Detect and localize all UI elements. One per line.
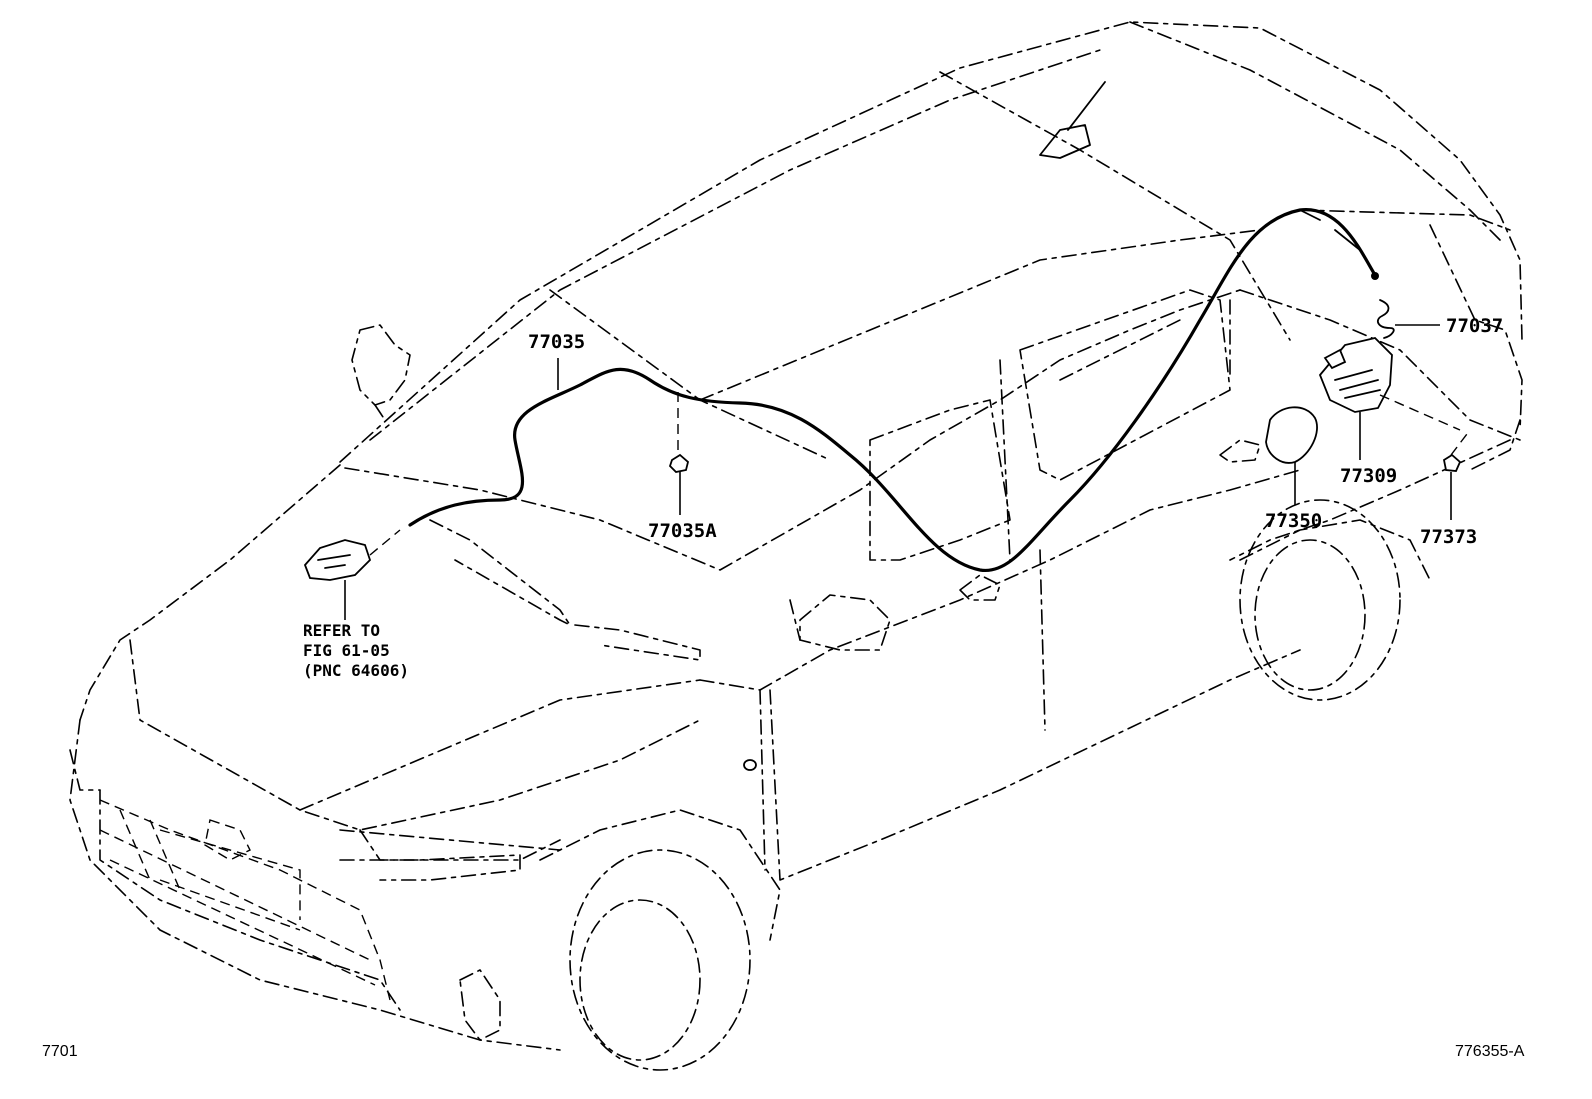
part-label-77373: 77373 (1420, 526, 1477, 548)
illustration-id: 776355-A (1455, 1043, 1525, 1060)
clip-77035a (668, 392, 690, 515)
hood-latch-part (303, 529, 401, 620)
part-label-77350: 77350 (1265, 510, 1322, 532)
part-label-77035: 77035 (528, 331, 585, 353)
reference-note-line3: (PNC 64606) (303, 661, 409, 680)
reference-note-line1: REFER TO (303, 621, 380, 640)
hood-release-cable (408, 208, 1379, 573)
reference-note-line2: FIG 61-05 (303, 641, 390, 660)
spring-77037 (1376, 299, 1440, 339)
fuel-lid-housing-77309 (1318, 337, 1461, 460)
part-label-77309: 77309 (1340, 465, 1397, 487)
fuel-lid-77350 (1265, 406, 1318, 505)
part-label-77037: 77037 (1446, 315, 1503, 337)
clip-77373 (1442, 429, 1471, 520)
part-label-77035a: 77035A (648, 520, 717, 542)
car-outline (69, 21, 1523, 1071)
figure-code: 7701 (42, 1043, 78, 1060)
